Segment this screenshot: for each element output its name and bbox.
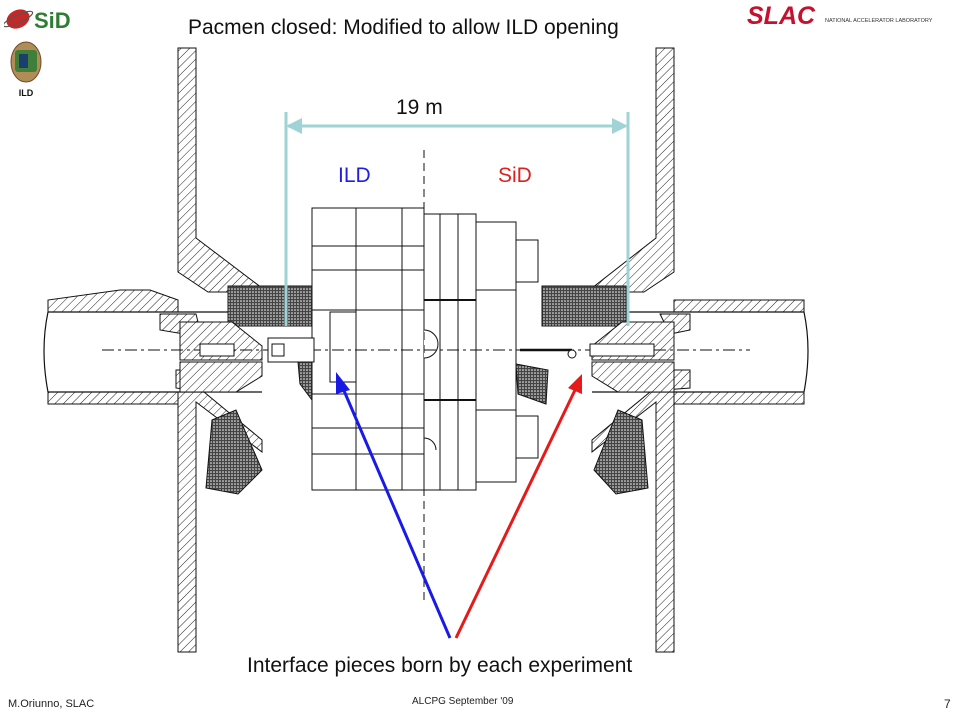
ild-interface-arrow (336, 372, 452, 639)
right-hall-wall (591, 47, 805, 653)
slide-title: Pacmen closed: Modified to allow ILD ope… (188, 16, 619, 39)
sid-logo: SiD (4, 8, 71, 33)
dimension-label: 19 m (396, 96, 443, 119)
ild-label: ILD (338, 164, 371, 187)
footer-event: ALCPG September '09 (412, 696, 514, 707)
slac-logo: SLAC NATIONAL ACCELERATOR LABORATORY (747, 2, 933, 30)
ild-logo-text: ILD (19, 88, 34, 98)
slac-logo-subtext: NATIONAL ACCELERATOR LABORATORY (825, 18, 933, 24)
slac-logo-text: SLAC (747, 2, 816, 30)
beamline (102, 337, 750, 405)
dimension-line (284, 112, 630, 326)
sid-detector (423, 213, 539, 491)
sid-logo-text: SiD (34, 8, 71, 33)
footer-author: M.Oriunno, SLAC (8, 698, 95, 710)
sid-interface-arrow (454, 374, 582, 639)
right-pacman-shielding (541, 285, 675, 495)
sid-label: SiD (498, 164, 532, 187)
left-pacman-shielding (179, 285, 313, 495)
caption: Interface pieces born by each experiment (247, 654, 633, 677)
ild-logo: ILD (10, 41, 42, 98)
page-number: 7 (944, 697, 951, 711)
